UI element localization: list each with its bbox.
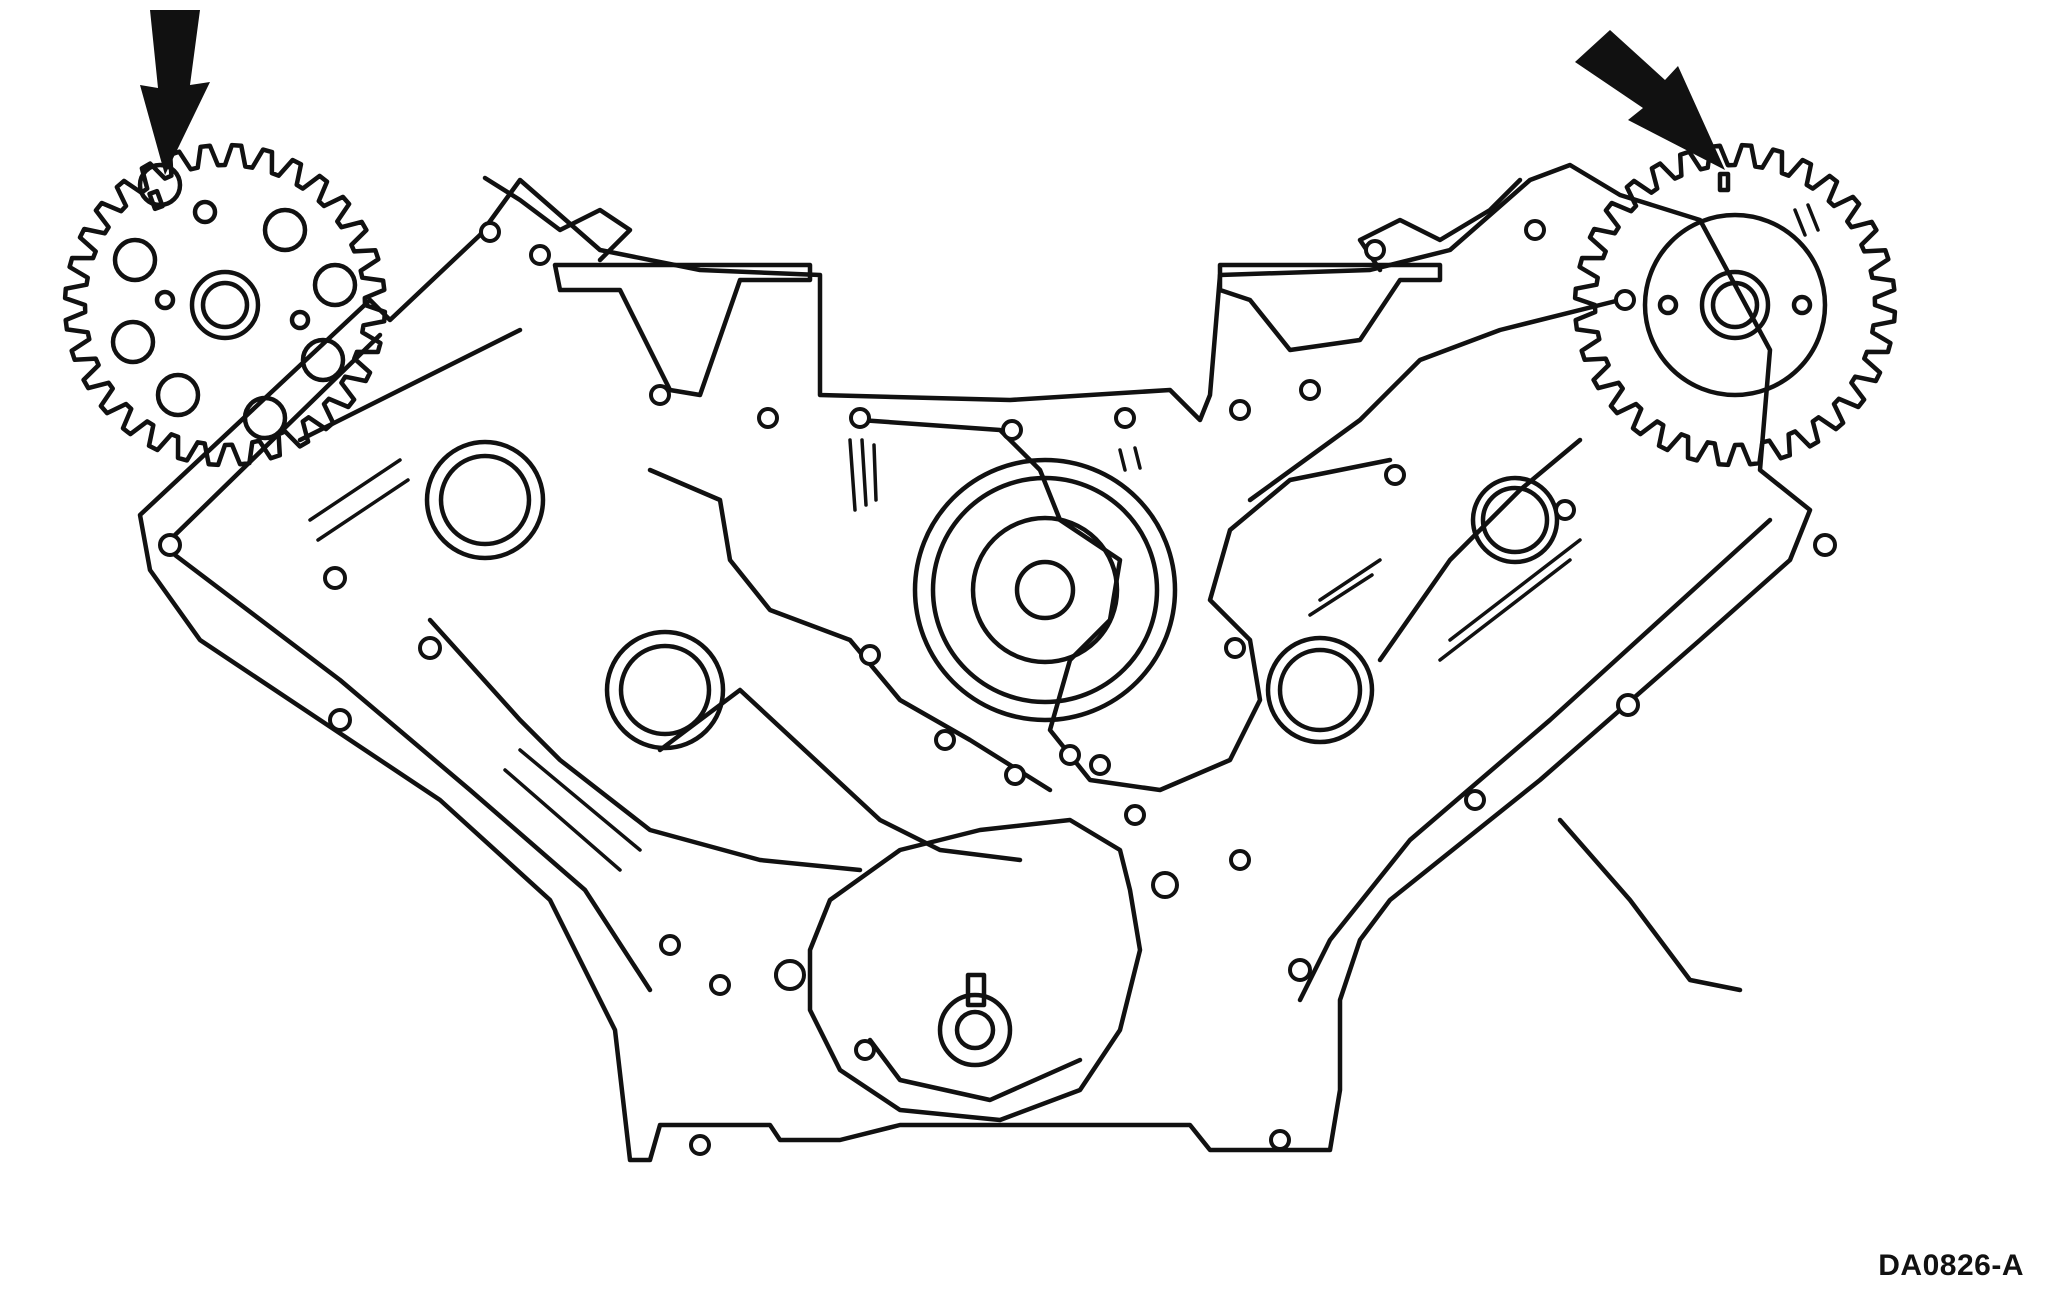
right-arrow-icon xyxy=(1575,30,1725,170)
crankshaft-seal xyxy=(912,457,1178,723)
upper-brackets xyxy=(482,175,1523,398)
left-arrow-icon xyxy=(140,10,210,175)
seal-rings xyxy=(424,439,1560,751)
callout-arrows xyxy=(140,10,1725,175)
right-camshaft-sprocket xyxy=(1572,142,1898,468)
hatching-details xyxy=(308,438,1582,872)
figure-code-label: DA0826-A xyxy=(1878,1249,2024,1282)
oil-pump xyxy=(807,817,1143,1123)
left-camshaft-sprocket xyxy=(62,142,388,468)
bolt-holes xyxy=(158,219,1837,1156)
